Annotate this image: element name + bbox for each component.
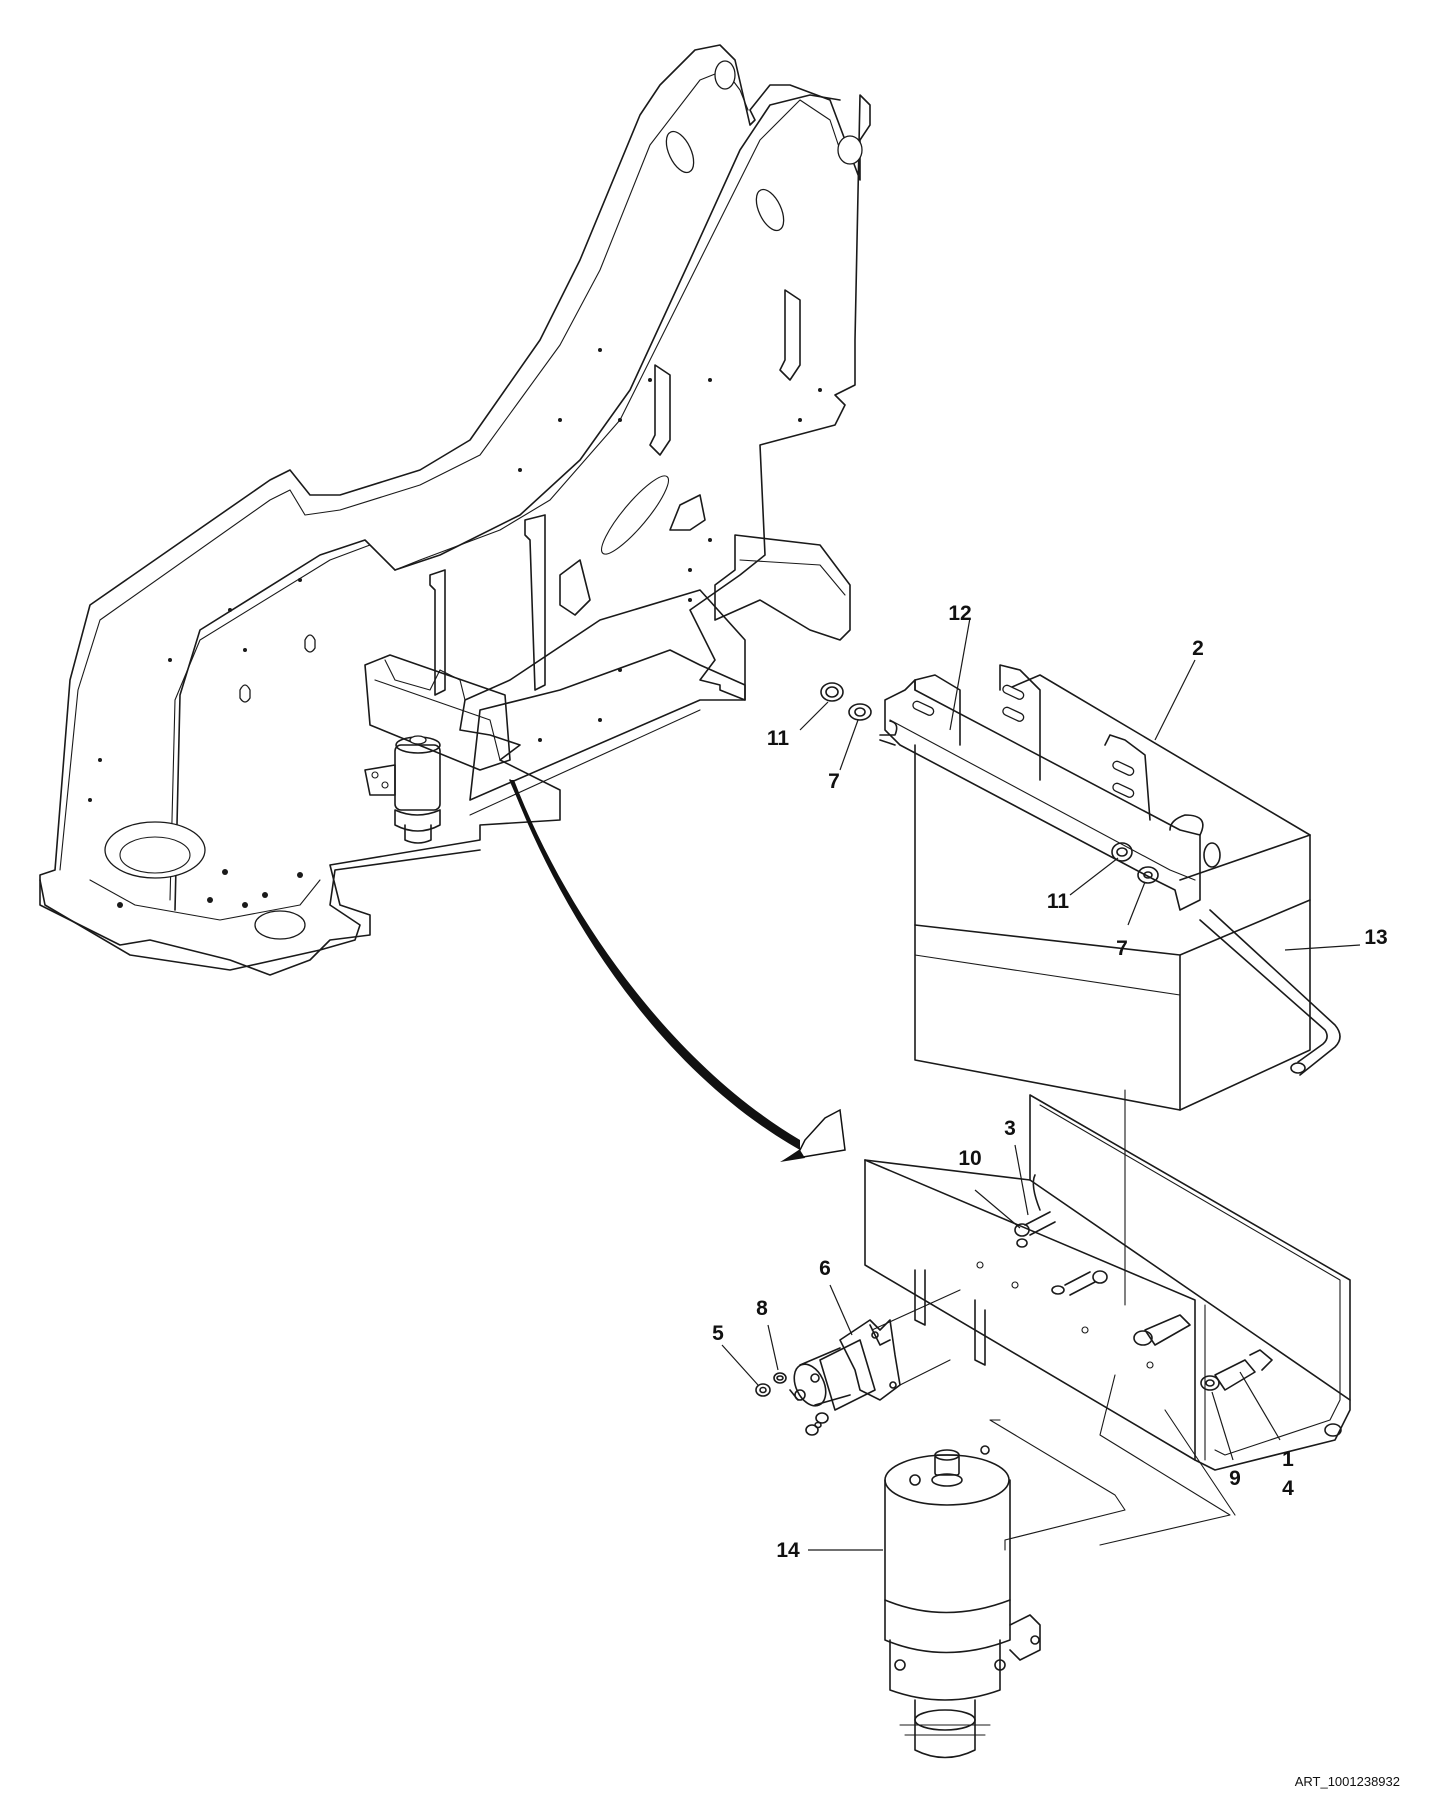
- callout-11-lower: 11: [1047, 890, 1070, 913]
- callout-8: 8: [756, 1297, 768, 1320]
- callout-labels: 12 2 11 7 11 7 13 3 10 6 8 5 1 4 9 14: [712, 602, 1388, 1562]
- callout-3: 3: [1004, 1117, 1016, 1140]
- callout-6: 6: [819, 1257, 831, 1280]
- callout-11-upper: 11: [767, 727, 790, 750]
- callout-9: 9: [1229, 1467, 1241, 1490]
- hold-down-rod: [879, 739, 1341, 1076]
- solenoid: [789, 1289, 961, 1436]
- hardware-upper-right: [1111, 842, 1159, 884]
- callout-10: 10: [958, 1147, 981, 1170]
- main-frame: [39, 44, 871, 976]
- callout-13: 13: [1364, 926, 1387, 949]
- alignment-lines: [989, 1089, 1236, 1551]
- detail-arrow: [509, 779, 846, 1162]
- nut-washer-5-8: [755, 1372, 787, 1397]
- battery: [914, 674, 1311, 1111]
- hardware-upper-left: [820, 682, 872, 721]
- pump-motor: [884, 1445, 1041, 1759]
- callout-12: 12: [948, 602, 971, 625]
- battery-tray: [864, 1094, 1351, 1471]
- callout-2: 2: [1192, 637, 1204, 660]
- leader-lines: [721, 617, 1361, 1551]
- callout-4: 4: [1282, 1477, 1294, 1500]
- installed-assembly: [364, 654, 511, 844]
- hold-down-bracket: [879, 664, 1221, 911]
- callout-1: 1: [1282, 1448, 1294, 1471]
- art-id: ART_1001238932: [1295, 1774, 1400, 1789]
- callout-5: 5: [712, 1322, 724, 1345]
- callout-7-upper: 7: [828, 770, 840, 793]
- callout-7-lower: 7: [1116, 937, 1128, 960]
- callout-14: 14: [776, 1539, 800, 1562]
